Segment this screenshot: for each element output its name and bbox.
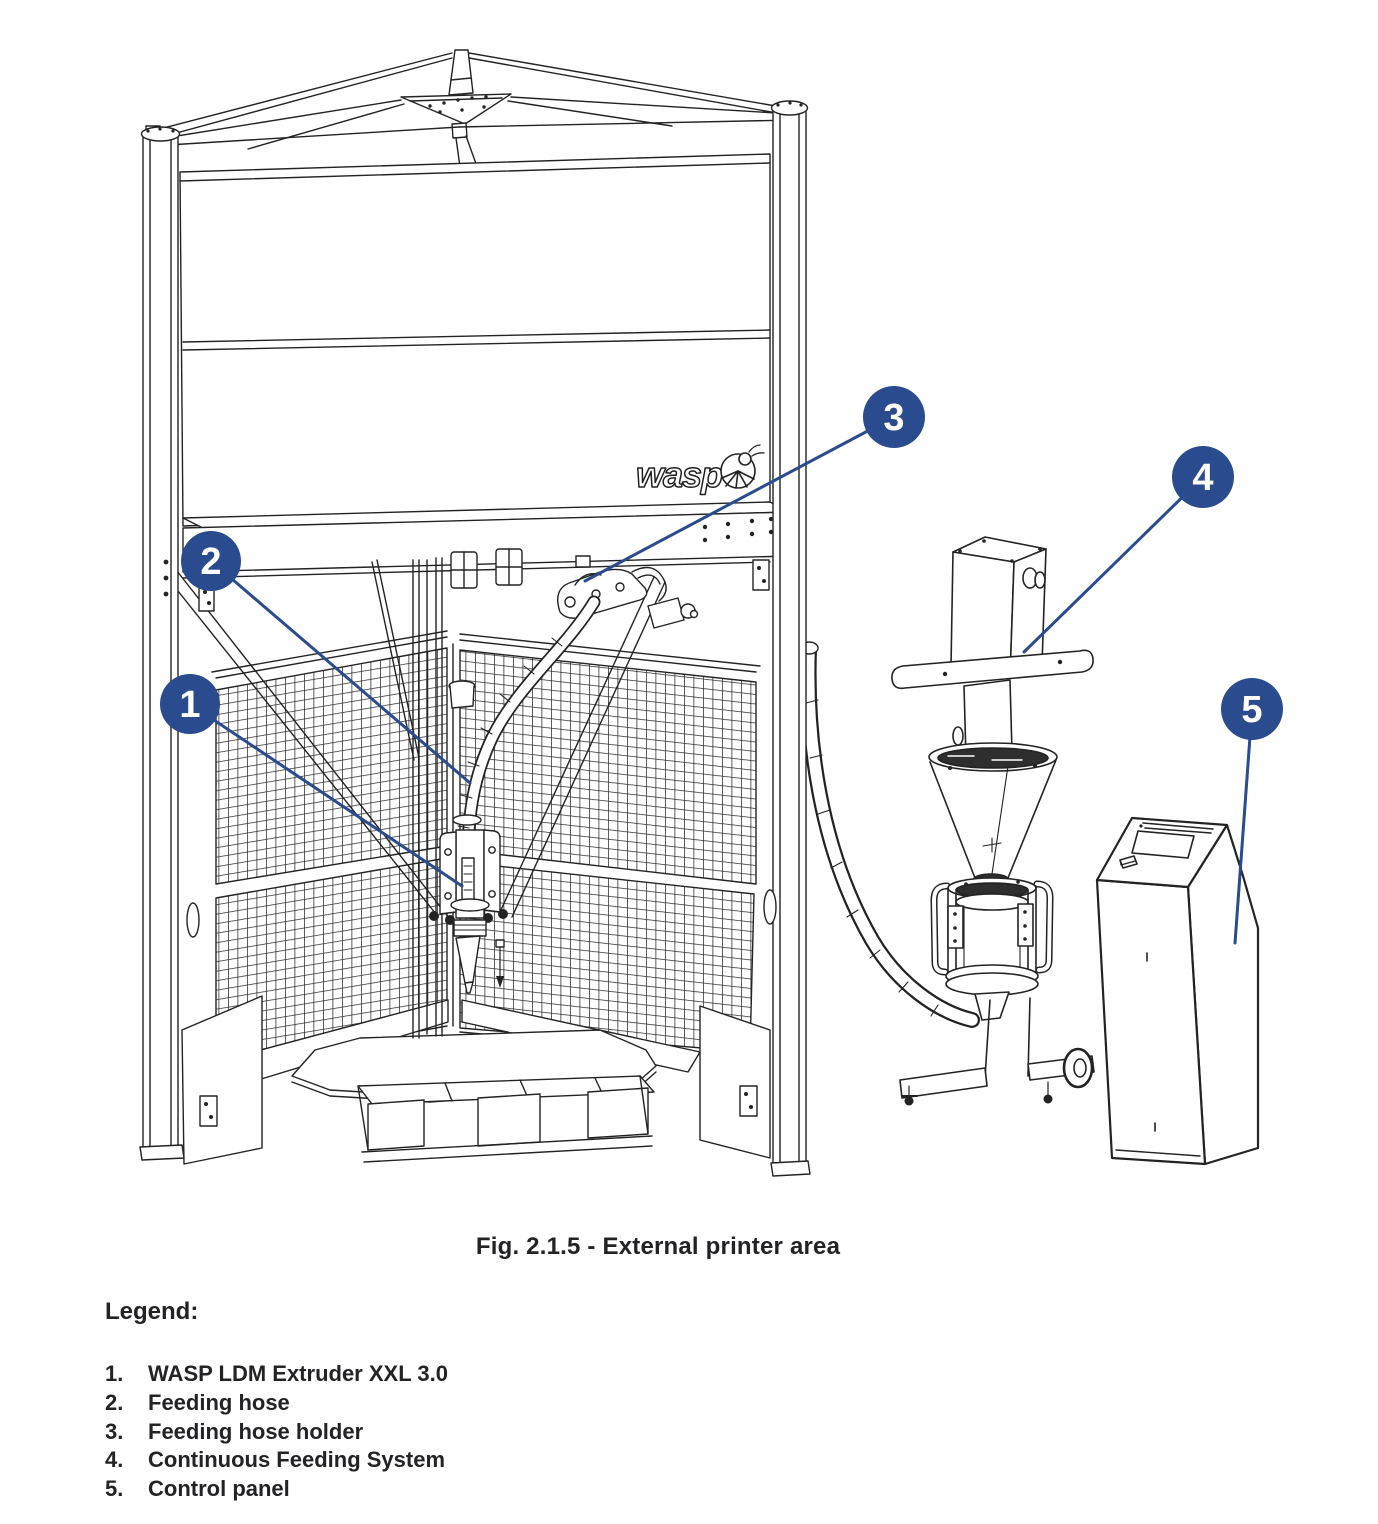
callout-number: 5 [1241, 689, 1262, 731]
callout-circle [863, 386, 925, 448]
callout-leader-line [1022, 475, 1205, 654]
right-post [739, 100, 811, 1177]
printer-base-area [181, 995, 771, 1165]
callout-leader-line [583, 415, 896, 583]
legend-item-4: 4. Continuous Feeding System [105, 1446, 705, 1475]
legend-item-number: 4. [105, 1447, 124, 1473]
callout-circle [1221, 678, 1283, 740]
legend-item-label: Continuous Feeding System [148, 1447, 446, 1473]
external-feeding-hose [799, 641, 980, 1028]
callout-circle [181, 531, 241, 591]
legend-item-number: 3. [105, 1418, 124, 1444]
callout-leader-line [209, 559, 472, 785]
legend-item-label: Feeding hose holder [148, 1418, 364, 1444]
wasp-logo: wasp [635, 444, 765, 496]
legend-item-number: 2. [105, 1389, 124, 1415]
left-door-handle [186, 902, 200, 938]
callout-number: 3 [883, 397, 904, 439]
callout-leader-line [188, 702, 464, 888]
control-panel [1095, 816, 1260, 1166]
callout-circle [160, 674, 220, 734]
feeder-hopper [928, 742, 1058, 885]
wasp-logo-text: wasp [636, 454, 722, 495]
hose-texture [456, 637, 563, 857]
legend-item-label: Control panel [148, 1476, 290, 1502]
legend-item-number: 5. [105, 1476, 124, 1502]
feeder-stand [899, 997, 1095, 1106]
legend: Legend: 1. WASP LDM Extruder XXL 3.0 2. Fee… [105, 1298, 705, 1504]
legend-list: 1. WASP LDM Extruder XXL 3.0 2. Feeding hos… [105, 1360, 705, 1504]
legend-heading: Legend: [105, 1298, 199, 1325]
delta-rails-and-arms [165, 548, 666, 1039]
feeder-motor-box [950, 536, 1047, 679]
legend-item-number: 1. [105, 1361, 124, 1386]
feeding-hose [456, 595, 601, 891]
callout-2-feeding-hose: 2 [181, 531, 472, 785]
feeder-pump [930, 877, 1054, 1021]
left-door-panel [181, 995, 263, 1165]
callout-number: 2 [200, 541, 221, 583]
legend-item-3: 3. Feeding hose holder [105, 1418, 705, 1447]
continuous-feeding-system [891, 536, 1095, 1106]
left-post [139, 126, 218, 1161]
feeder-mount-flange [891, 649, 1094, 690]
roof-plate-bolts [428, 95, 488, 114]
legend-item-2: 2. Feeding hose [105, 1389, 705, 1418]
callout-5-control-panel: 5 [1221, 678, 1283, 945]
callout-number: 1 [179, 684, 200, 726]
mesh-panels [211, 630, 761, 1063]
hinge-lower-right [739, 1085, 758, 1117]
control-panel-screen[interactable] [1131, 830, 1195, 859]
legend-item-1: 1. WASP LDM Extruder XXL 3.0 [105, 1360, 705, 1389]
legend-item-label: Feeding hose [148, 1389, 290, 1415]
legend-item-5: 5. Control panel [105, 1475, 705, 1504]
wasp-roundel-icon [720, 444, 765, 489]
callout-3-feeding-hose-holder: 3 [583, 386, 925, 583]
hose-texture [805, 699, 939, 1017]
callout-4-continuous-feeding-system: 4 [1022, 446, 1234, 654]
wasp-ldm-extruder [429, 814, 508, 994]
hinge-upper-right [752, 559, 770, 591]
callout-circle [1172, 446, 1234, 508]
callout-leader-line [1233, 707, 1254, 945]
pallet [357, 1075, 655, 1163]
hinge-lower-left [199, 1095, 218, 1127]
figure-caption: Fig. 2.1.5 - External printer area [475, 1233, 841, 1260]
mesh-panel-upper-right [459, 649, 757, 885]
right-door-handle [763, 889, 777, 925]
callout-number: 4 [1192, 457, 1213, 499]
crossbar-beam [182, 501, 791, 579]
callout-1-wasp-ldm-extruder: 1 [160, 674, 464, 888]
legend-item-label: WASP LDM Extruder XXL 3.0 [148, 1361, 448, 1386]
callout-layer: 1 2 3 4 5 [160, 386, 1283, 945]
right-door-panel [699, 1005, 771, 1159]
